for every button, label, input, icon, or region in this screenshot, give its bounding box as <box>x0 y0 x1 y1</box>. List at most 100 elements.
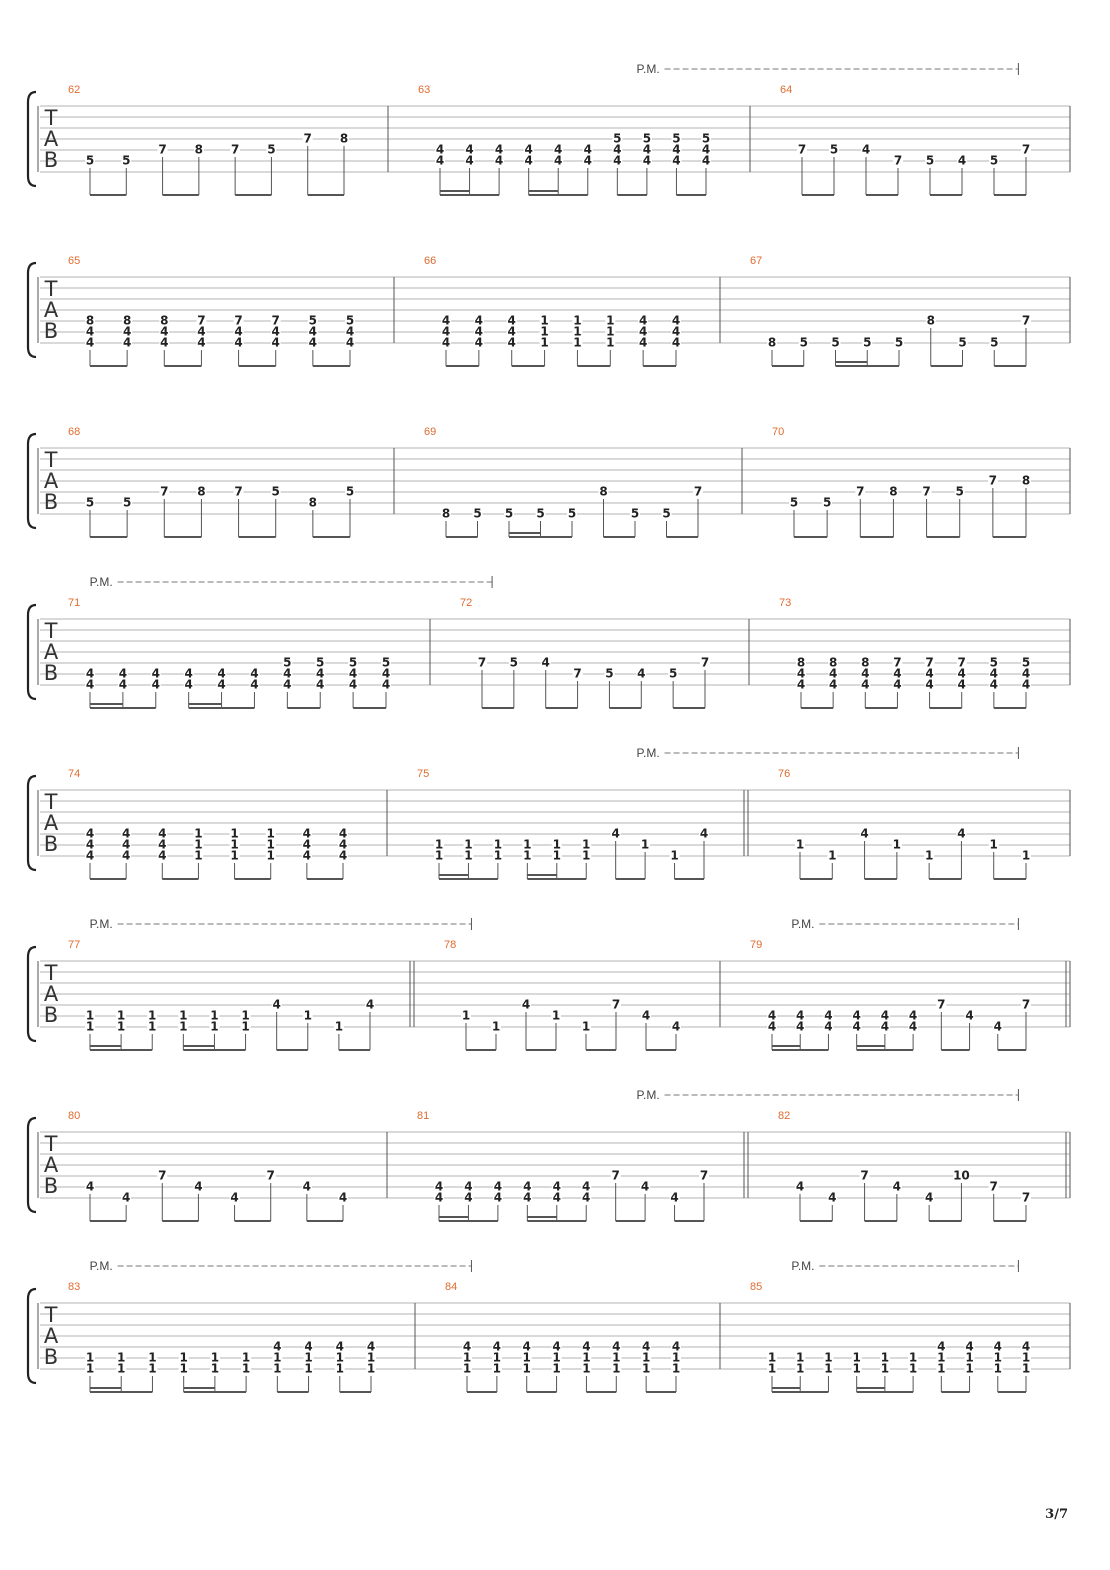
fret-number: 4 <box>672 1340 680 1354</box>
fret-bg <box>956 668 967 679</box>
fret-number: 1 <box>230 838 238 852</box>
fret-bg <box>640 1181 651 1192</box>
fret-bg <box>964 1352 975 1363</box>
fret-bg <box>348 679 359 690</box>
fret-bg <box>117 668 128 679</box>
measure-number: 84 <box>445 1281 457 1293</box>
fret-bg <box>539 315 550 326</box>
fret-bg <box>661 508 672 519</box>
fret-number: 8 <box>861 656 869 670</box>
fret-bg <box>851 1021 862 1032</box>
fret-number: 4 <box>909 1009 917 1023</box>
fret-bg <box>491 1363 502 1374</box>
fret-bg <box>924 679 935 690</box>
fret-number: 1 <box>463 1362 471 1376</box>
fret-bg <box>270 337 281 348</box>
fret-bg <box>1021 475 1031 486</box>
fret-number: 1 <box>523 1362 531 1376</box>
system-bracket <box>26 90 37 188</box>
fret-bg <box>462 1341 472 1352</box>
fret-bg <box>572 315 583 326</box>
fret-number: 4 <box>508 336 516 350</box>
fret-number: 4 <box>672 154 680 168</box>
fret-number: 1 <box>117 1009 125 1023</box>
fret-bg <box>303 1352 314 1363</box>
fret-bg <box>523 155 534 166</box>
fret-bg <box>434 850 444 861</box>
fret-bg <box>315 668 326 679</box>
fret-bg <box>441 337 451 348</box>
fret-number: 5 <box>510 656 518 670</box>
fret-number: 4 <box>86 325 94 339</box>
fret-number: 5 <box>605 667 613 681</box>
fret-bg <box>795 1181 805 1192</box>
fret-number: 5 <box>990 656 998 670</box>
fret-bg <box>789 497 799 508</box>
fret-bg <box>147 1021 158 1032</box>
fret-bg <box>611 1341 622 1352</box>
fret-bg <box>229 828 240 839</box>
fret-number: 4 <box>768 1009 776 1023</box>
fret-number: 4 <box>957 827 965 841</box>
fret-number: 4 <box>582 1340 590 1354</box>
fret-bg <box>1021 999 1031 1010</box>
tab-clef-letter: T <box>44 790 58 814</box>
fret-bg <box>85 828 95 839</box>
fret-number: 1 <box>367 1362 375 1376</box>
fret-bg <box>241 1352 252 1363</box>
fret-number: 8 <box>1022 474 1030 488</box>
fret-number: 7 <box>798 143 806 157</box>
fret-number: 1 <box>494 838 502 852</box>
tab-clef-letter: B <box>44 661 58 685</box>
fret-number: 7 <box>893 656 901 670</box>
fret-bg <box>435 144 445 155</box>
fret-bg <box>988 668 999 679</box>
fret-bg <box>612 144 623 155</box>
fret-number: 7 <box>272 314 280 328</box>
fret-bg <box>521 1352 532 1363</box>
fret-number: 4 <box>123 325 131 339</box>
measure-number: 67 <box>750 255 762 267</box>
fret-number: 4 <box>86 838 94 852</box>
fret-number: 1 <box>464 838 472 852</box>
fret-bg <box>964 1363 975 1374</box>
tab-clef-letter: B <box>44 148 58 172</box>
fret-bg <box>435 155 445 166</box>
fret-bg <box>85 1021 95 1032</box>
fret-bg <box>956 828 967 839</box>
fret-number: 1 <box>86 1351 94 1365</box>
fret-number: 4 <box>339 827 347 841</box>
fret-bg <box>492 850 503 861</box>
fret-number: 5 <box>505 507 513 521</box>
fret-bg <box>147 1352 158 1363</box>
fret-bg <box>767 1010 777 1021</box>
fret-bg <box>193 839 204 850</box>
fret-number: 1 <box>965 1351 973 1365</box>
fret-bg <box>767 1363 777 1374</box>
fret-bg <box>265 828 276 839</box>
fret-number: 1 <box>304 1351 312 1365</box>
fret-bg <box>282 657 293 668</box>
fret-bg <box>463 1192 474 1203</box>
fret-number: 4 <box>611 827 619 841</box>
fret-number: 4 <box>768 1020 776 1034</box>
fret-number: 4 <box>643 143 651 157</box>
fret-bg <box>551 1352 562 1363</box>
fret-bg <box>1021 144 1031 155</box>
fret-number: 7 <box>304 132 312 146</box>
fret-bg <box>157 144 168 155</box>
fret-bg <box>879 1010 890 1021</box>
fret-number: 4 <box>160 336 168 350</box>
measure-number: 80 <box>68 1110 80 1122</box>
fret-number: 1 <box>642 1351 650 1365</box>
fret-number: 1 <box>881 1351 889 1365</box>
fret-number: 5 <box>895 336 903 350</box>
fret-number: 4 <box>442 336 450 350</box>
fret-number: 1 <box>893 838 901 852</box>
fret-bg <box>860 679 871 690</box>
fret-number: 7 <box>989 474 997 488</box>
fret-bg <box>551 1363 562 1374</box>
fret-number: 8 <box>197 485 205 499</box>
fret-number: 1 <box>606 325 614 339</box>
fret-bg <box>891 839 902 850</box>
